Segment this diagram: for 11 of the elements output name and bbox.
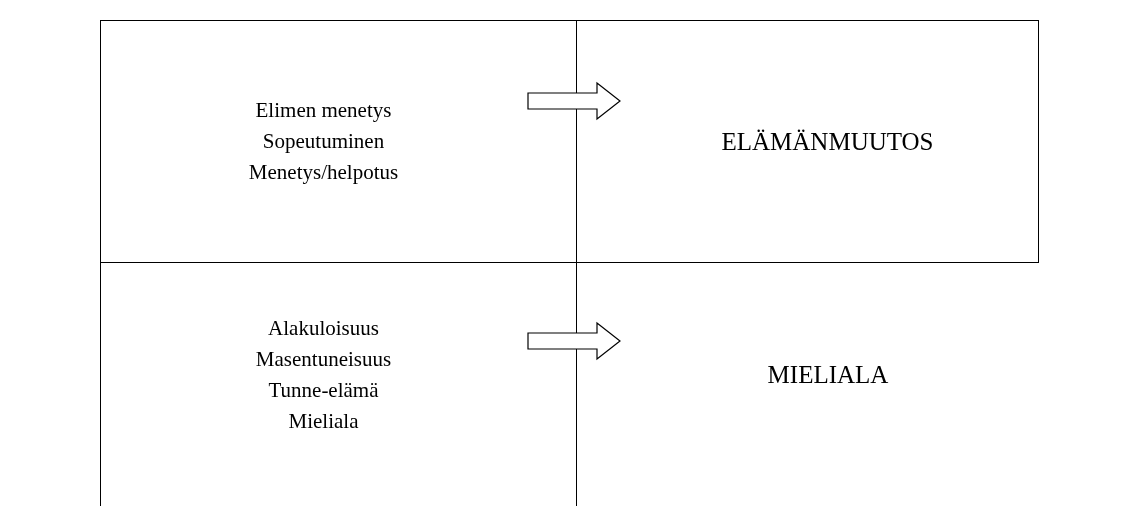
block-arrow: [527, 81, 621, 121]
block-arrow: [527, 321, 621, 361]
list-item: Sopeutuminen: [262, 128, 385, 155]
cell-heading: MIELIALA: [767, 360, 889, 390]
list-item: Elimen menetys: [255, 97, 392, 124]
list-item: Mieliala: [288, 407, 359, 435]
cell-heading: ELÄMÄNMUUTOS: [721, 127, 934, 157]
list-item: Masentuneisuus: [255, 345, 392, 373]
list-item: Alakuloisuus: [268, 314, 379, 342]
list-item: Menetys/helpotus: [248, 159, 399, 186]
list-item: Tunne-elämä: [268, 376, 379, 404]
